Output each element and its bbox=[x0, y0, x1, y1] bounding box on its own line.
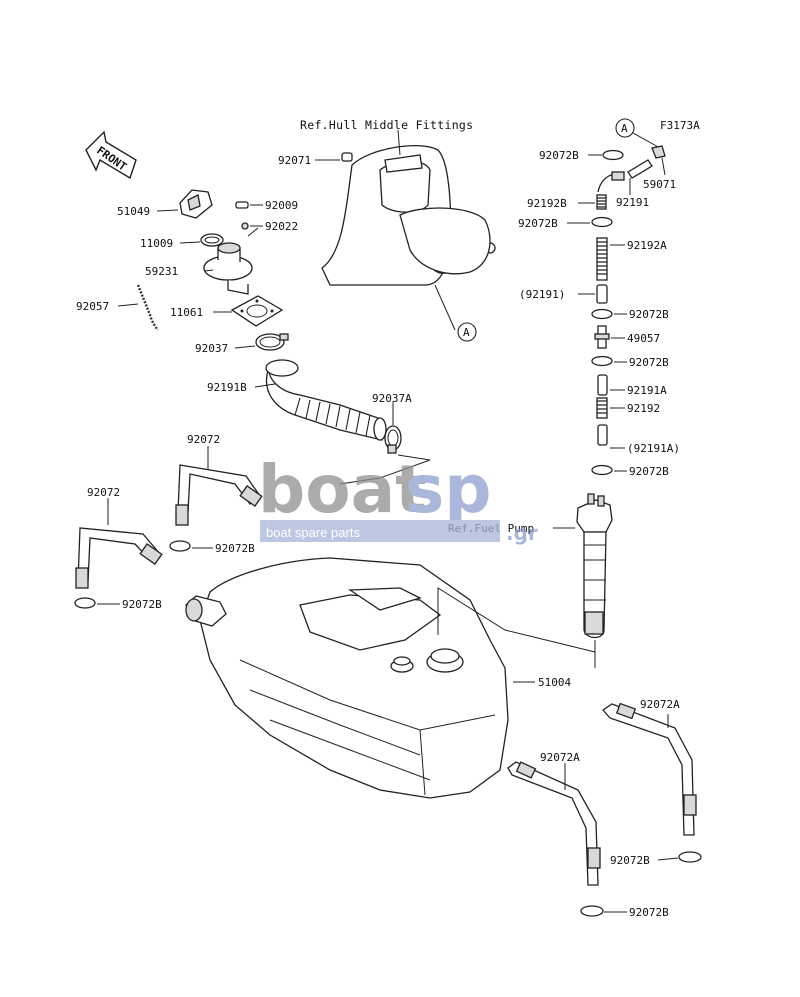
spring-92192 bbox=[596, 397, 608, 419]
label-r49057: 49057 bbox=[627, 332, 660, 345]
callout-a-circle bbox=[457, 322, 477, 342]
label-r92192A: 92192A bbox=[627, 239, 667, 252]
hose-92191-paren bbox=[596, 284, 608, 304]
watermark-brand-left: boat bbox=[258, 451, 427, 528]
hose-92191A bbox=[597, 374, 608, 396]
fuel-tank-51004 bbox=[199, 557, 509, 799]
clip-92072B-4 bbox=[580, 905, 604, 917]
strap-92072A-middle bbox=[507, 761, 601, 886]
clamp-92037A bbox=[384, 425, 402, 454]
fitting-49057 bbox=[594, 325, 610, 349]
label-92022: 92022 bbox=[265, 220, 298, 233]
label-59231: 59231 bbox=[145, 265, 178, 278]
callout-a-top-circle bbox=[615, 118, 635, 138]
filler-neck-59231 bbox=[203, 242, 253, 295]
bolt-92009 bbox=[235, 201, 249, 209]
hose-92191 bbox=[627, 159, 653, 179]
screw-92071 bbox=[341, 152, 353, 162]
tank-filler-neck bbox=[185, 595, 227, 627]
label-r92072B-3: 92072B bbox=[629, 308, 669, 321]
label-92009: 92009 bbox=[265, 199, 298, 212]
label-92072-b: 92072 bbox=[87, 486, 120, 499]
filler-hose-92191B bbox=[265, 359, 387, 441]
watermark-brand-right: sp bbox=[405, 451, 492, 528]
label-51049: 51049 bbox=[117, 205, 150, 218]
label-r92192: 92192 bbox=[627, 402, 660, 415]
hull-middle-fittings bbox=[321, 144, 496, 286]
label-92071: 92071 bbox=[278, 154, 311, 167]
gasket-11061 bbox=[230, 295, 284, 327]
label-11009: 11009 bbox=[140, 237, 173, 250]
clip-92072B-3 bbox=[678, 851, 702, 863]
spring-92192B bbox=[596, 171, 625, 210]
clamp-92037 bbox=[255, 333, 289, 351]
watermark: boat sp .gr boat spare parts bbox=[258, 451, 538, 545]
label-r92191: 92191 bbox=[616, 196, 649, 209]
label-r92072B-4: 92072B bbox=[629, 356, 669, 369]
callout-a-bottom: A bbox=[463, 326, 470, 339]
clip-r92072B-5 bbox=[591, 464, 613, 476]
label-r59071: 59071 bbox=[643, 178, 676, 191]
watermark-tagline: boat spare parts bbox=[266, 525, 360, 540]
diagram-code: F3173A bbox=[660, 119, 700, 132]
label-r92191A-paren: (92191A) bbox=[627, 442, 680, 455]
clip-r92072B-4 bbox=[591, 355, 613, 367]
spring-92192A bbox=[596, 237, 608, 281]
label-r92192B: 92192B bbox=[527, 197, 567, 210]
label-11061: 11061 bbox=[170, 306, 203, 319]
label-r92191A: 92191A bbox=[627, 384, 667, 397]
label-92072A-1: 92072A bbox=[640, 698, 680, 711]
label-r92072B-2: 92072B bbox=[518, 217, 558, 230]
label-92191B: 92191B bbox=[207, 381, 247, 394]
watermark-tld: .gr bbox=[506, 521, 538, 545]
strap-92072A-right bbox=[602, 702, 697, 836]
strap-92072-lower bbox=[75, 527, 163, 589]
label-r92191-paren: (92191) bbox=[519, 288, 565, 301]
strap-92072-upper bbox=[175, 464, 263, 526]
label-92037A: 92037A bbox=[372, 392, 412, 405]
clip-r92072B-2 bbox=[591, 216, 613, 228]
clip-r92072B-3 bbox=[591, 308, 613, 320]
tether-cord-92057 bbox=[136, 284, 159, 331]
label-92072B-2: 92072B bbox=[122, 598, 162, 611]
clip-r92072B-1 bbox=[602, 149, 624, 161]
label-92072B-3: 92072B bbox=[610, 854, 650, 867]
label-92072A-2: 92072A bbox=[540, 751, 580, 764]
label-92057: 92057 bbox=[76, 300, 109, 313]
clip-92072B-2 bbox=[74, 597, 96, 609]
clip-92072B-1 bbox=[169, 540, 191, 552]
callout-a-top: A bbox=[621, 122, 628, 135]
hose-92191A-paren bbox=[597, 424, 608, 446]
label-92072B-1: 92072B bbox=[215, 542, 255, 555]
ref-hull-label: Ref.Hull Middle Fittings bbox=[300, 118, 473, 132]
watermark-tagline-bar bbox=[260, 520, 500, 542]
label-92072B-4: 92072B bbox=[629, 906, 669, 919]
label-r92072B-1: 92072B bbox=[539, 149, 579, 162]
label-r92072B-5: 92072B bbox=[629, 465, 669, 478]
elbow-59071 bbox=[651, 145, 666, 159]
label-51004: 51004 bbox=[538, 676, 571, 689]
fuel-pump bbox=[576, 493, 613, 639]
filler-cap-51049 bbox=[179, 189, 213, 219]
label-92072-a: 92072 bbox=[187, 433, 220, 446]
label-92037: 92037 bbox=[195, 342, 228, 355]
front-arrow-icon: FRONT bbox=[85, 130, 137, 180]
washer-92022 bbox=[241, 222, 249, 230]
